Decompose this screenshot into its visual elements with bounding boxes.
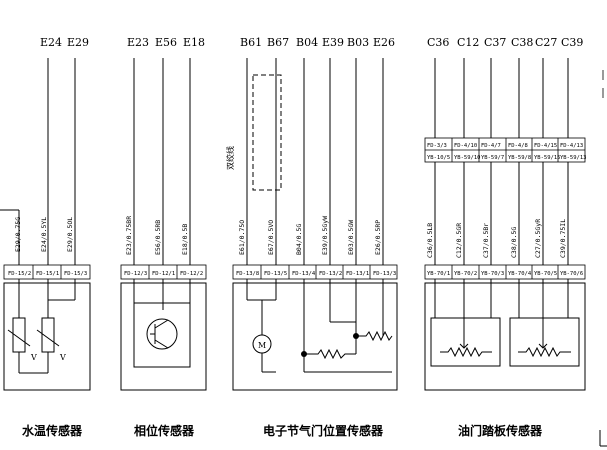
connector-pin: FD-13/3 bbox=[373, 271, 396, 277]
header-code: C27 bbox=[535, 36, 557, 49]
wire-label: E39/0.5GyW bbox=[321, 216, 329, 255]
connector-pin: YB-70/2 bbox=[454, 271, 477, 277]
header-code: C37 bbox=[484, 36, 506, 49]
connector-pin: FD-4/10 bbox=[454, 143, 477, 149]
sensor-housing bbox=[232, 282, 398, 391]
pedal-sensor-circuit: FD-3/3 FD-4/10 FD-4/7 FD-4/8 FD-4/15 FD-… bbox=[424, 58, 587, 438]
pedal-pot-box bbox=[509, 317, 580, 367]
header-code: E39 bbox=[322, 36, 344, 49]
wire-label: E56/0.5RB bbox=[154, 220, 162, 255]
connector-block bbox=[3, 264, 91, 280]
wire-label: C36/0.5LB bbox=[426, 223, 434, 258]
throttle-sensor-circuit: 双绞线 E61/0.75O E67/0.5VO B04/0.5G E39/0.5… bbox=[225, 58, 398, 438]
connector-pin: YB-70/5 bbox=[534, 271, 557, 277]
resistor-symbol bbox=[356, 330, 393, 342]
connector-pin: FD-4/8 bbox=[508, 143, 528, 149]
sensor-name: 油门踏板传感器 bbox=[458, 423, 543, 438]
header-code: E29 bbox=[67, 36, 89, 49]
wire-label: C39/0.75IL bbox=[559, 219, 567, 258]
wire-label: E29/0.5OL bbox=[66, 217, 74, 252]
transistor-symbol bbox=[146, 318, 178, 350]
connector-pin: FD-12/1 bbox=[152, 271, 175, 277]
wire-label: E03/0.5GW bbox=[347, 220, 355, 255]
wire-label: C37/0.5Br bbox=[482, 223, 490, 258]
header-code: E26 bbox=[373, 36, 395, 49]
sensor-housing bbox=[3, 282, 91, 391]
connector-pin: FD-13/8 bbox=[236, 271, 259, 277]
connector-block bbox=[232, 264, 398, 280]
connector-pin: FD-4/15 bbox=[534, 143, 557, 149]
connector-pin: YB-70/4 bbox=[508, 271, 532, 277]
header-code: E56 bbox=[155, 36, 177, 49]
thermistor-mark: V bbox=[30, 353, 37, 362]
connector-pin: YB-59/13 bbox=[560, 155, 587, 161]
connector-pin: FD-4/13 bbox=[560, 143, 583, 149]
header-codes: E24 E29 E23 E56 E18 B61 B67 B04 E39 B03 … bbox=[40, 36, 583, 49]
resistor-symbol bbox=[440, 346, 492, 358]
header-code: B04 bbox=[296, 36, 318, 49]
connector-pin: FD-15/1 bbox=[36, 271, 59, 277]
connector-pin: FD-15/2 bbox=[8, 271, 31, 277]
header-code: C36 bbox=[427, 36, 449, 49]
connector-pin: YB-70/1 bbox=[427, 271, 450, 277]
header-code: E23 bbox=[127, 36, 149, 49]
twisted-pair-label: 双绞线 bbox=[225, 146, 235, 170]
connector-pin: YB-70/6 bbox=[560, 271, 583, 277]
header-code: C39 bbox=[561, 36, 583, 49]
connector-pin: FD-13/4 bbox=[292, 271, 316, 277]
header-code: B03 bbox=[347, 36, 369, 49]
connector-pin: FD-4/7 bbox=[481, 143, 501, 149]
twisted-pair-box bbox=[252, 74, 282, 191]
motor-label: M bbox=[258, 341, 266, 350]
wire-label: E26/0.5RP bbox=[374, 220, 382, 255]
connector-pin: FD-15/3 bbox=[64, 271, 87, 277]
connector-block bbox=[424, 264, 586, 280]
connector-pin: FD-13/2 bbox=[319, 271, 342, 277]
wire-label: E23/0.75BR bbox=[125, 216, 133, 255]
connector-pin: FD-3/3 bbox=[427, 143, 447, 149]
header-code: C38 bbox=[511, 36, 533, 49]
sensor-name: 相位传感器 bbox=[134, 423, 195, 438]
header-code: B67 bbox=[267, 36, 289, 49]
wire-label: E18/0.5B bbox=[181, 224, 189, 255]
wire-label: C27/0.5GyR bbox=[534, 219, 542, 258]
wire-label: B04/0.5G bbox=[295, 224, 303, 255]
page-edge-marks bbox=[599, 70, 607, 447]
thermistor-mark: V bbox=[59, 353, 66, 362]
header-code: C12 bbox=[457, 36, 479, 49]
connector-pin: YB-10/5 bbox=[427, 155, 450, 161]
wire-label: C38/0.5G bbox=[510, 227, 518, 258]
header-code: E24 bbox=[40, 36, 62, 49]
resistor-symbol bbox=[518, 346, 571, 358]
connector-pin: YB-59/15 bbox=[534, 155, 561, 161]
connector-pin: FD-12/2 bbox=[180, 271, 203, 277]
water-temp-sensor-circuit: E29/0.75G E24/0.5YL E29/0.5OL FD-15/2 FD… bbox=[0, 58, 91, 438]
header-code: B61 bbox=[240, 36, 262, 49]
wire-label: E61/0.75O bbox=[238, 220, 246, 255]
sensor-name: 水温传感器 bbox=[22, 423, 83, 438]
wire-label: C12/0.5GR bbox=[455, 223, 463, 258]
wire-label: E67/0.5VO bbox=[267, 220, 275, 255]
connector-pin: YB-59/8 bbox=[508, 155, 531, 161]
hall-element-box bbox=[133, 302, 191, 368]
resistor-symbol bbox=[304, 348, 356, 360]
connector-pin: FD-13/1 bbox=[346, 271, 369, 277]
wire-label: E24/0.5YL bbox=[40, 217, 48, 252]
connector-pin: YB-59/10 bbox=[454, 155, 481, 161]
connector-pin: FD-13/5 bbox=[264, 271, 287, 277]
pedal-pot-box bbox=[430, 317, 501, 367]
connector-pin: FD-12/3 bbox=[124, 271, 147, 277]
sensor-housing bbox=[424, 282, 586, 391]
wire-label: E29/0.75G bbox=[14, 217, 22, 252]
connector-pin: YB-70/3 bbox=[481, 271, 504, 277]
header-code: E18 bbox=[183, 36, 205, 49]
phase-sensor-circuit: E23/0.75BR E56/0.5RB E18/0.5B FD-12/3 FD… bbox=[120, 58, 207, 438]
sensor-name: 电子节气门位置传感器 bbox=[263, 423, 384, 438]
connector-pin: YB-59/7 bbox=[481, 155, 504, 161]
